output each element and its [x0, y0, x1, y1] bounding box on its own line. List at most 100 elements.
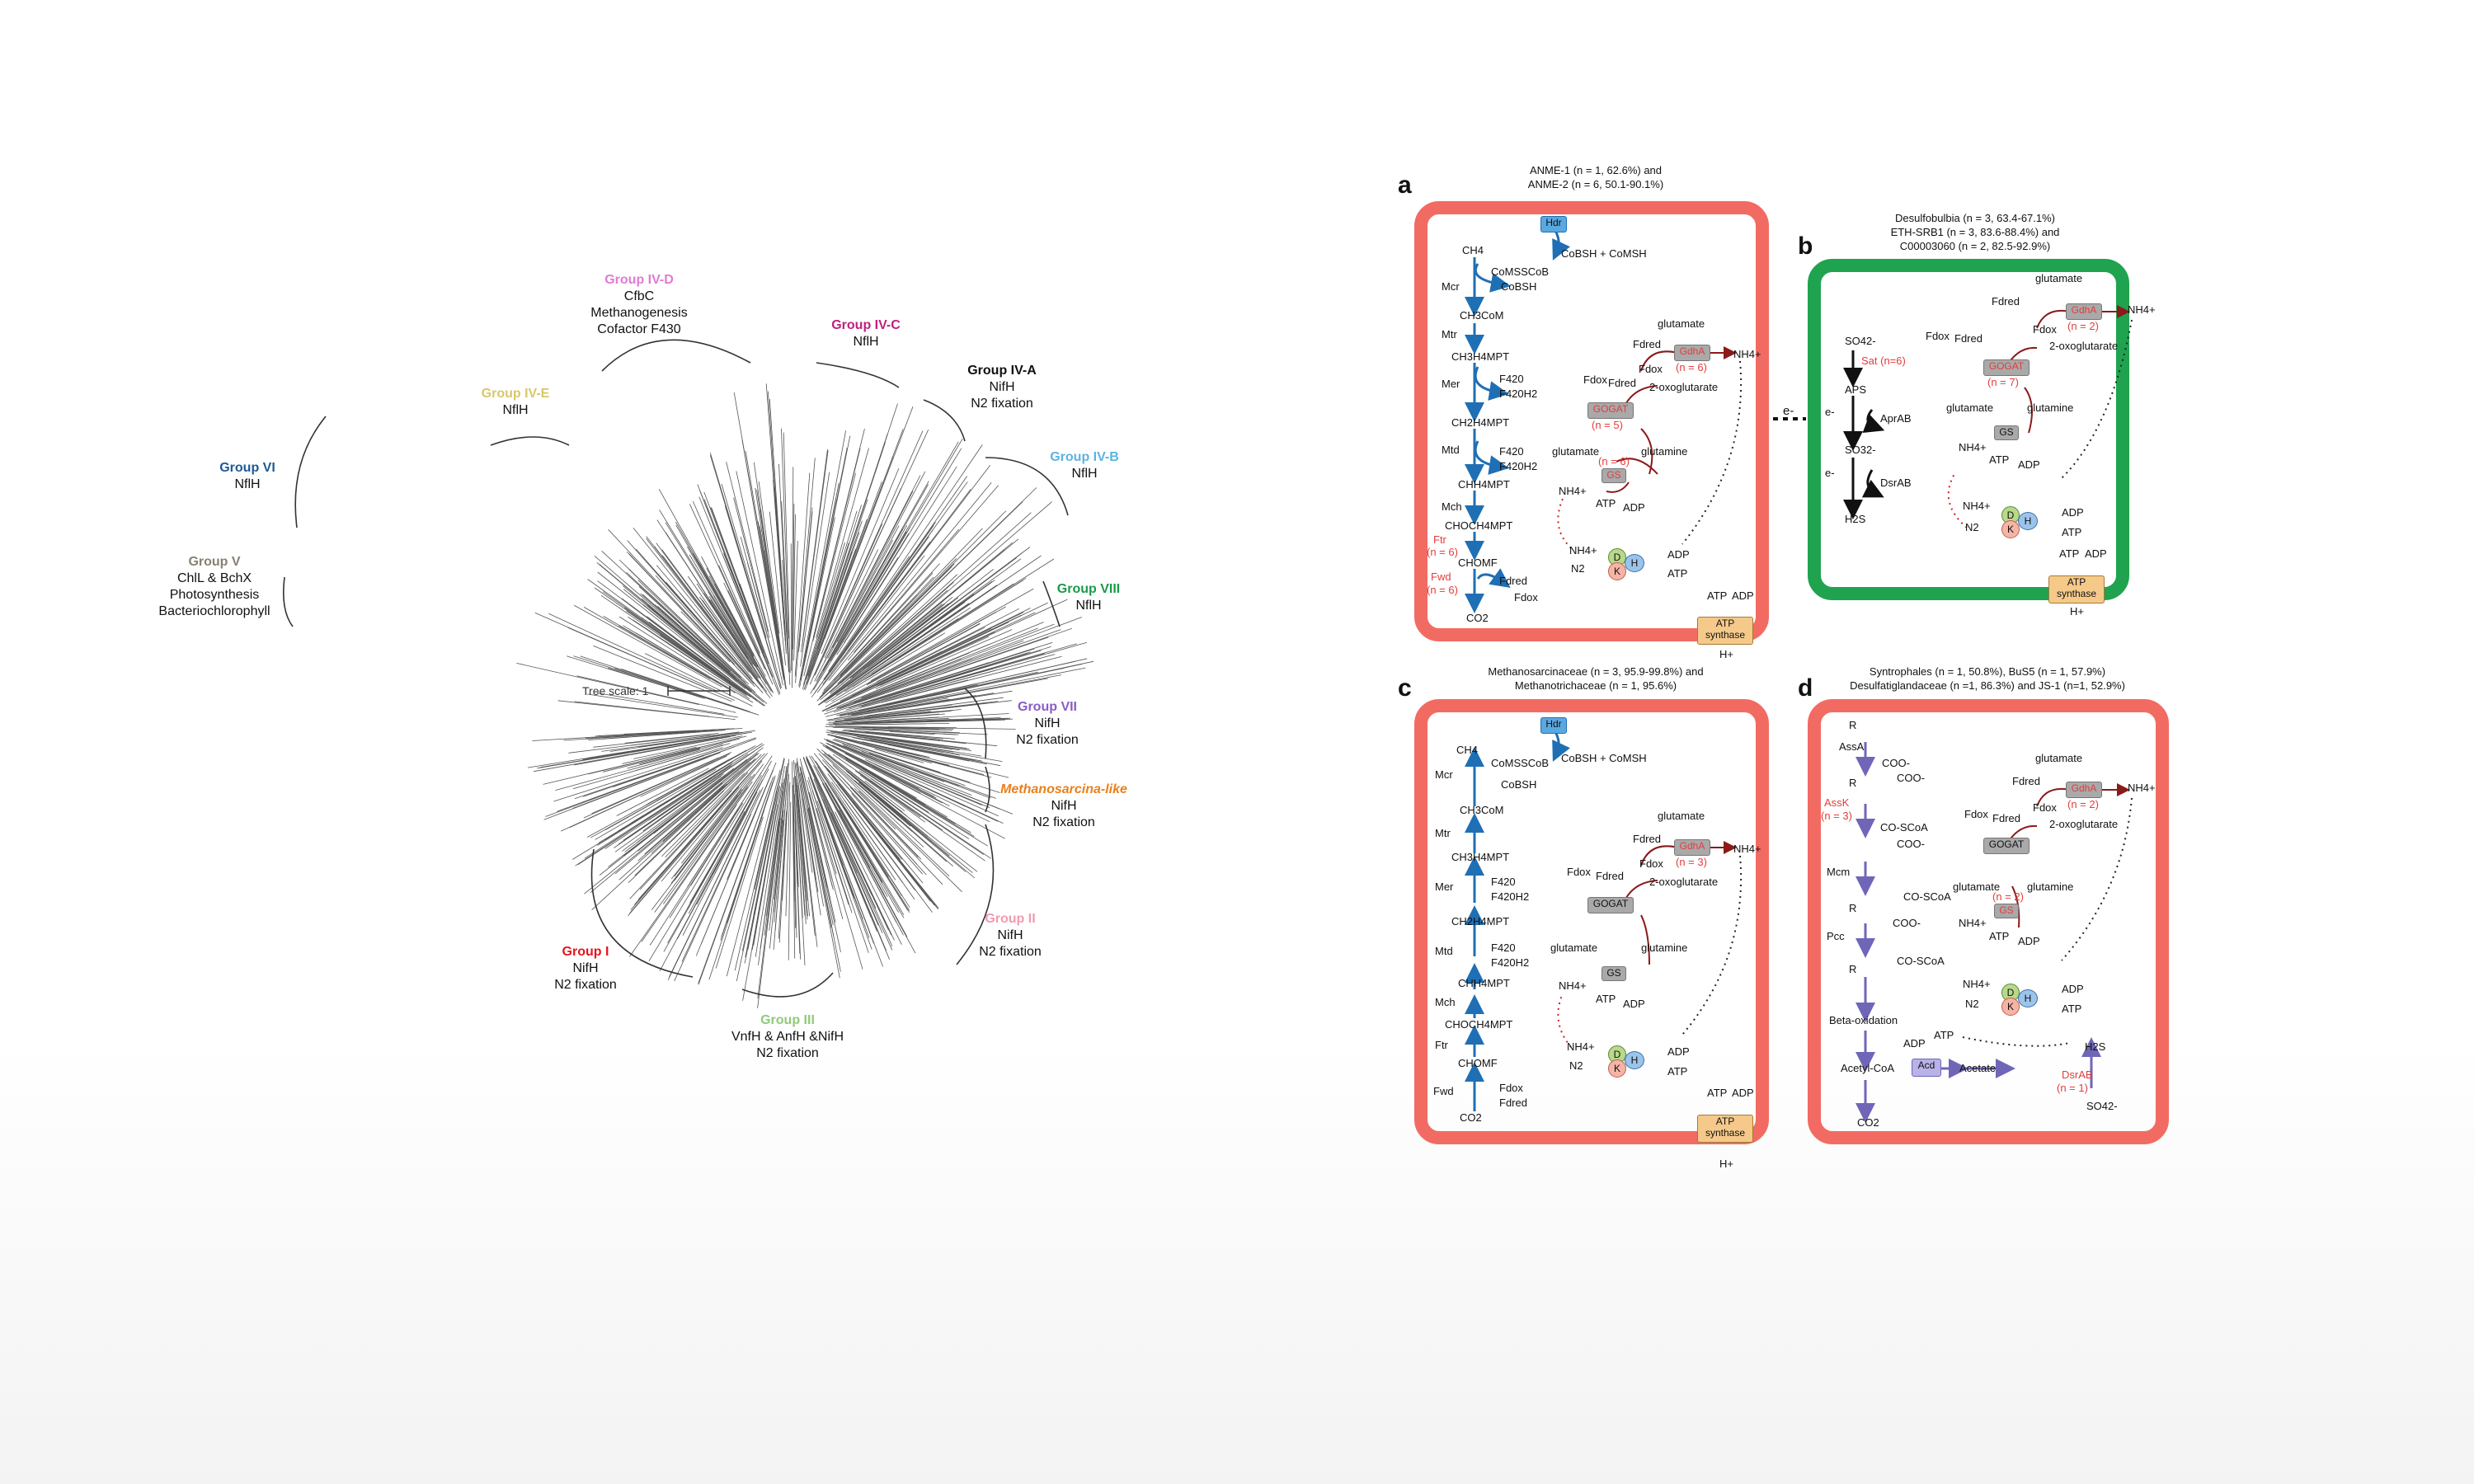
- tree-branch: [637, 580, 741, 679]
- glutamate-a2: glutamate: [1552, 445, 1600, 458]
- tree-branch: [865, 704, 979, 718]
- tree-branch: [733, 497, 770, 638]
- glutamate-d: glutamate: [2035, 752, 2083, 764]
- n2-b: N2: [1965, 521, 1979, 533]
- tree-branch: [798, 511, 813, 648]
- tree-branch: [853, 652, 1028, 707]
- tree-branch: [582, 734, 740, 761]
- tree-branch: [815, 775, 872, 895]
- tree-branch: [778, 773, 790, 943]
- gs-enzyme-a: GS: [1602, 468, 1626, 483]
- tree-branch: [860, 782, 967, 872]
- gdha-n-a: (n = 6): [1676, 361, 1707, 373]
- tree-branch: [793, 540, 798, 661]
- tree-branch: [708, 599, 749, 660]
- tree-branch: [837, 798, 910, 911]
- tree-branch: [662, 783, 727, 843]
- tree-branch: [821, 481, 882, 646]
- tree-branch: [818, 542, 849, 640]
- tree-group-line: CfbC: [623, 289, 655, 303]
- gogat-enzyme-b: GOGAT: [1983, 359, 2030, 376]
- atp-b-2: ATP: [2062, 526, 2082, 538]
- tree-branch: [822, 566, 952, 695]
- gs-n-d: (n = 2): [1992, 890, 2024, 903]
- tree-branch: [640, 755, 727, 797]
- tree-branch: [816, 448, 869, 638]
- tree-group-name: Group III: [760, 1013, 815, 1027]
- nifk-d: K: [2001, 998, 2020, 1016]
- tree-branch: [802, 798, 821, 916]
- tree-branch: [734, 787, 778, 971]
- tree-branch: [774, 763, 788, 899]
- tree-branch: [586, 749, 747, 838]
- tree-branch: [733, 392, 784, 679]
- fdox-c-n: Fdox: [1639, 857, 1663, 870]
- e-b-2: e-: [1825, 467, 1835, 479]
- tree-branch: [695, 810, 757, 956]
- tree-branch: [876, 754, 914, 768]
- tree-branch: [863, 787, 896, 818]
- tree-branch: [728, 563, 759, 641]
- tree-branch: [885, 684, 978, 706]
- tree-branch: [836, 735, 1009, 778]
- tree-branch: [811, 790, 849, 905]
- e-b-1: e-: [1825, 406, 1835, 418]
- tree-branch: [862, 768, 975, 838]
- nifk-a: K: [1608, 562, 1626, 580]
- tree-branch: [635, 743, 731, 771]
- fdred-d: Fdred: [2012, 775, 2040, 787]
- tree-branch: [642, 594, 768, 704]
- fdox-a: Fdox: [1514, 591, 1538, 603]
- tree-branch: [849, 787, 943, 885]
- tree-branch: [862, 727, 952, 731]
- tree-branch: [633, 735, 743, 759]
- oxoglutarate-c: 2-oxoglutarate: [1649, 876, 1719, 888]
- tree-branch: [802, 757, 854, 896]
- tree-branch: [826, 730, 970, 750]
- chomf-a: CHOMF: [1458, 556, 1498, 569]
- tree-group-name: Group II: [985, 912, 1036, 926]
- tree-branch: [828, 713, 939, 723]
- tree-branch: [832, 764, 950, 876]
- tree-branch: [832, 713, 1009, 724]
- tree-branch: [806, 757, 877, 909]
- tree-branch: [836, 623, 1055, 709]
- tree-branch: [868, 606, 1006, 683]
- adp-a-2: ADP: [1667, 548, 1690, 561]
- tree-branch: [799, 773, 824, 907]
- tree-branch: [814, 525, 934, 694]
- tree-branch: [667, 795, 753, 944]
- tree-branch: [640, 593, 731, 673]
- tree-branch: [769, 816, 783, 949]
- tree-branch: [629, 772, 749, 899]
- tree-branch: [808, 532, 860, 678]
- tree-branch: [586, 693, 738, 718]
- atp-a-3: ATP: [1707, 589, 1728, 602]
- tree-branch: [794, 819, 801, 954]
- tree-branch: [839, 810, 888, 897]
- tree-branch: [696, 583, 773, 697]
- tree-branch: [644, 771, 740, 855]
- r-d-2: R: [1849, 777, 1857, 789]
- tree-branch: [854, 787, 896, 830]
- fdox-b-g: Fdox: [1926, 330, 1950, 342]
- tree-branch: [828, 697, 1004, 721]
- tree-branch: [823, 601, 952, 702]
- tree-branch: [877, 627, 992, 684]
- tree-branch: [829, 723, 926, 726]
- tree-branch: [827, 525, 900, 659]
- tree-branch: [800, 472, 830, 667]
- tree-branch: [868, 580, 1024, 678]
- tree-branch: [543, 735, 747, 785]
- tree-group-line: NifH: [1034, 716, 1061, 730]
- panel-b-header: Desulfobulbia (n = 3, 63.4-67.1%)ETH-SRB…: [1890, 212, 2060, 252]
- tree-branch: [648, 622, 746, 693]
- tree-branch: [823, 556, 910, 680]
- adp-d-1: ADP: [2018, 935, 2040, 947]
- h2s-b: H2S: [1845, 513, 1866, 525]
- tree-branch: [553, 747, 723, 802]
- tree-branch: [584, 763, 733, 859]
- tree-branch: [863, 648, 1035, 703]
- tree-branch: [623, 589, 738, 682]
- tree-branch: [758, 481, 780, 634]
